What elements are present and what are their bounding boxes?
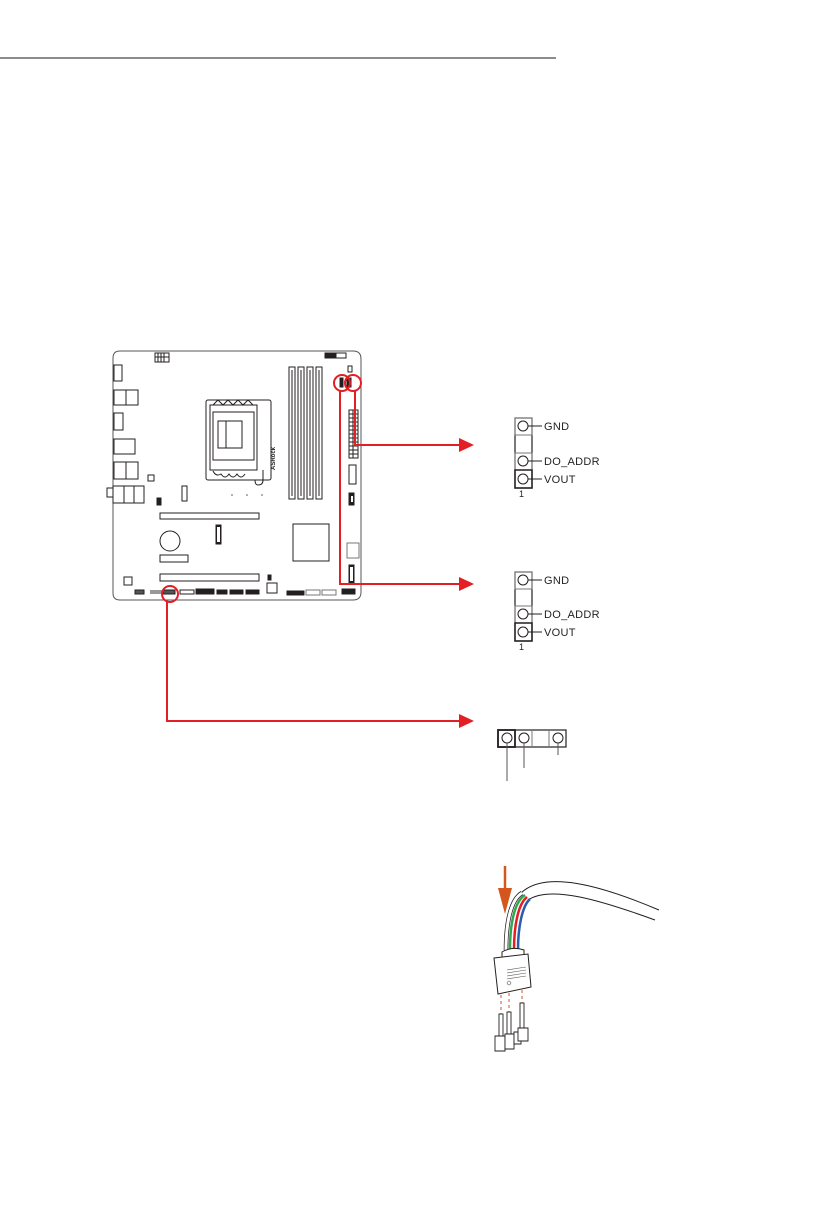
pin-gnd	[518, 575, 528, 585]
pin-do-addr	[518, 609, 528, 619]
header-pins	[495, 1003, 528, 1051]
usb-header	[349, 465, 356, 484]
pin-label-gnd: GND	[544, 575, 569, 587]
pin-header-diagram-1: GND DO_ADDR VOUT 1	[515, 418, 600, 499]
arrow-head-3	[459, 714, 474, 728]
pin-label-vout: VOUT	[544, 627, 576, 639]
bottom-headers	[135, 575, 355, 595]
pin-vout	[518, 474, 528, 484]
brand-logo: ASRock	[271, 446, 277, 470]
atx-24pin-connector	[349, 410, 358, 458]
callout-lines	[162, 375, 462, 721]
pcie-slot-x1	[160, 555, 188, 562]
connector-housing	[494, 954, 531, 994]
pin-1-marker: 1	[519, 642, 524, 652]
pin-label-do-addr: DO_ADDR	[544, 609, 600, 621]
arrow-head-2	[459, 577, 474, 591]
pin-header-diagram-3	[498, 730, 566, 781]
pin-do-addr	[518, 456, 528, 466]
argb-cable-illustration	[494, 866, 659, 1051]
motherboard-diagram: ASRock	[107, 351, 361, 600]
pin-4	[553, 733, 563, 743]
pin-header-diagram-2: GND DO_ADDR VOUT 1	[515, 572, 600, 652]
m2-slot-1	[182, 486, 187, 501]
misc-component	[124, 577, 132, 585]
fan-headers-top	[325, 353, 352, 372]
pin-label-vout: VOUT	[544, 474, 576, 486]
cpu-socket: ASRock	[206, 400, 277, 485]
callout-line-3	[167, 602, 462, 721]
pin-vout	[518, 627, 528, 637]
jumper	[157, 498, 161, 505]
cpu-power-connector	[155, 353, 169, 362]
cmos-battery	[160, 531, 180, 551]
pcie-slot-2	[160, 574, 259, 581]
pin-2	[519, 733, 529, 743]
dimm-slots	[289, 367, 322, 499]
sata-block	[347, 543, 359, 558]
pin-gnd	[518, 421, 528, 431]
arrow-head-1	[459, 438, 474, 452]
pcie-slot-1	[160, 513, 259, 519]
pin-1-marker: 1	[519, 489, 524, 499]
pin-label-do-addr: DO_ADDR	[544, 456, 600, 468]
callout-line-1	[355, 391, 462, 445]
argb-header-top-1	[340, 378, 343, 387]
pin-label-gnd: GND	[544, 421, 569, 433]
pin-1	[502, 733, 512, 743]
rear-io-ports	[107, 365, 154, 503]
chipset	[293, 524, 329, 561]
